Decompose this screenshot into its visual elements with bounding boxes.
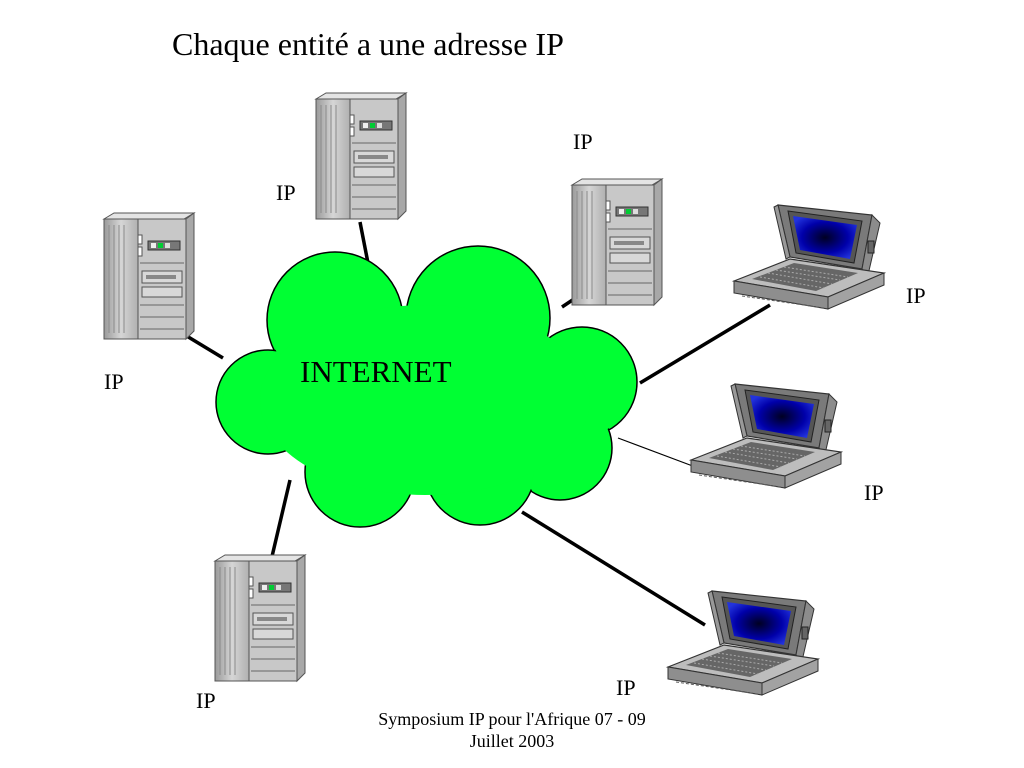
link-server-top: [358, 221, 370, 264]
ip-label-server-top: IP: [276, 180, 296, 205]
link-laptop-bottom: [521, 510, 706, 627]
ip-label-server-right: IP: [573, 129, 593, 154]
slide-title: Chaque entité a une adresse IP: [172, 26, 564, 62]
link-server-left: [184, 333, 224, 360]
laptop-computer-icon: [733, 204, 885, 310]
footer-line-1: Symposium IP pour l'Afrique 07 - 09: [378, 709, 646, 729]
link-laptop-top: [639, 303, 771, 385]
ip-label-laptop-bottom: IP: [616, 675, 636, 700]
ip-label-laptop-top: IP: [906, 283, 926, 308]
laptop-computer-icon: [690, 383, 842, 489]
internet-label: INTERNET: [300, 354, 452, 389]
internet-cloud: [215, 245, 638, 528]
ip-label-laptop-middle: IP: [864, 480, 884, 505]
link-server-bottom: [268, 479, 292, 566]
link-laptop-middle: [617, 437, 699, 469]
tower-computer-icon: [571, 178, 663, 306]
laptop-computer-icon: [667, 590, 819, 696]
ip-label-server-left: IP: [104, 369, 124, 394]
slide-footer: Symposium IP pour l'Afrique 07 - 09 Juil…: [362, 708, 662, 752]
tower-computer-icon: [214, 554, 306, 682]
tower-computer-icon: [315, 92, 407, 220]
ip-label-server-bottom: IP: [196, 688, 216, 713]
footer-line-2: Juillet 2003: [469, 731, 555, 751]
tower-computer-icon: [103, 212, 195, 340]
